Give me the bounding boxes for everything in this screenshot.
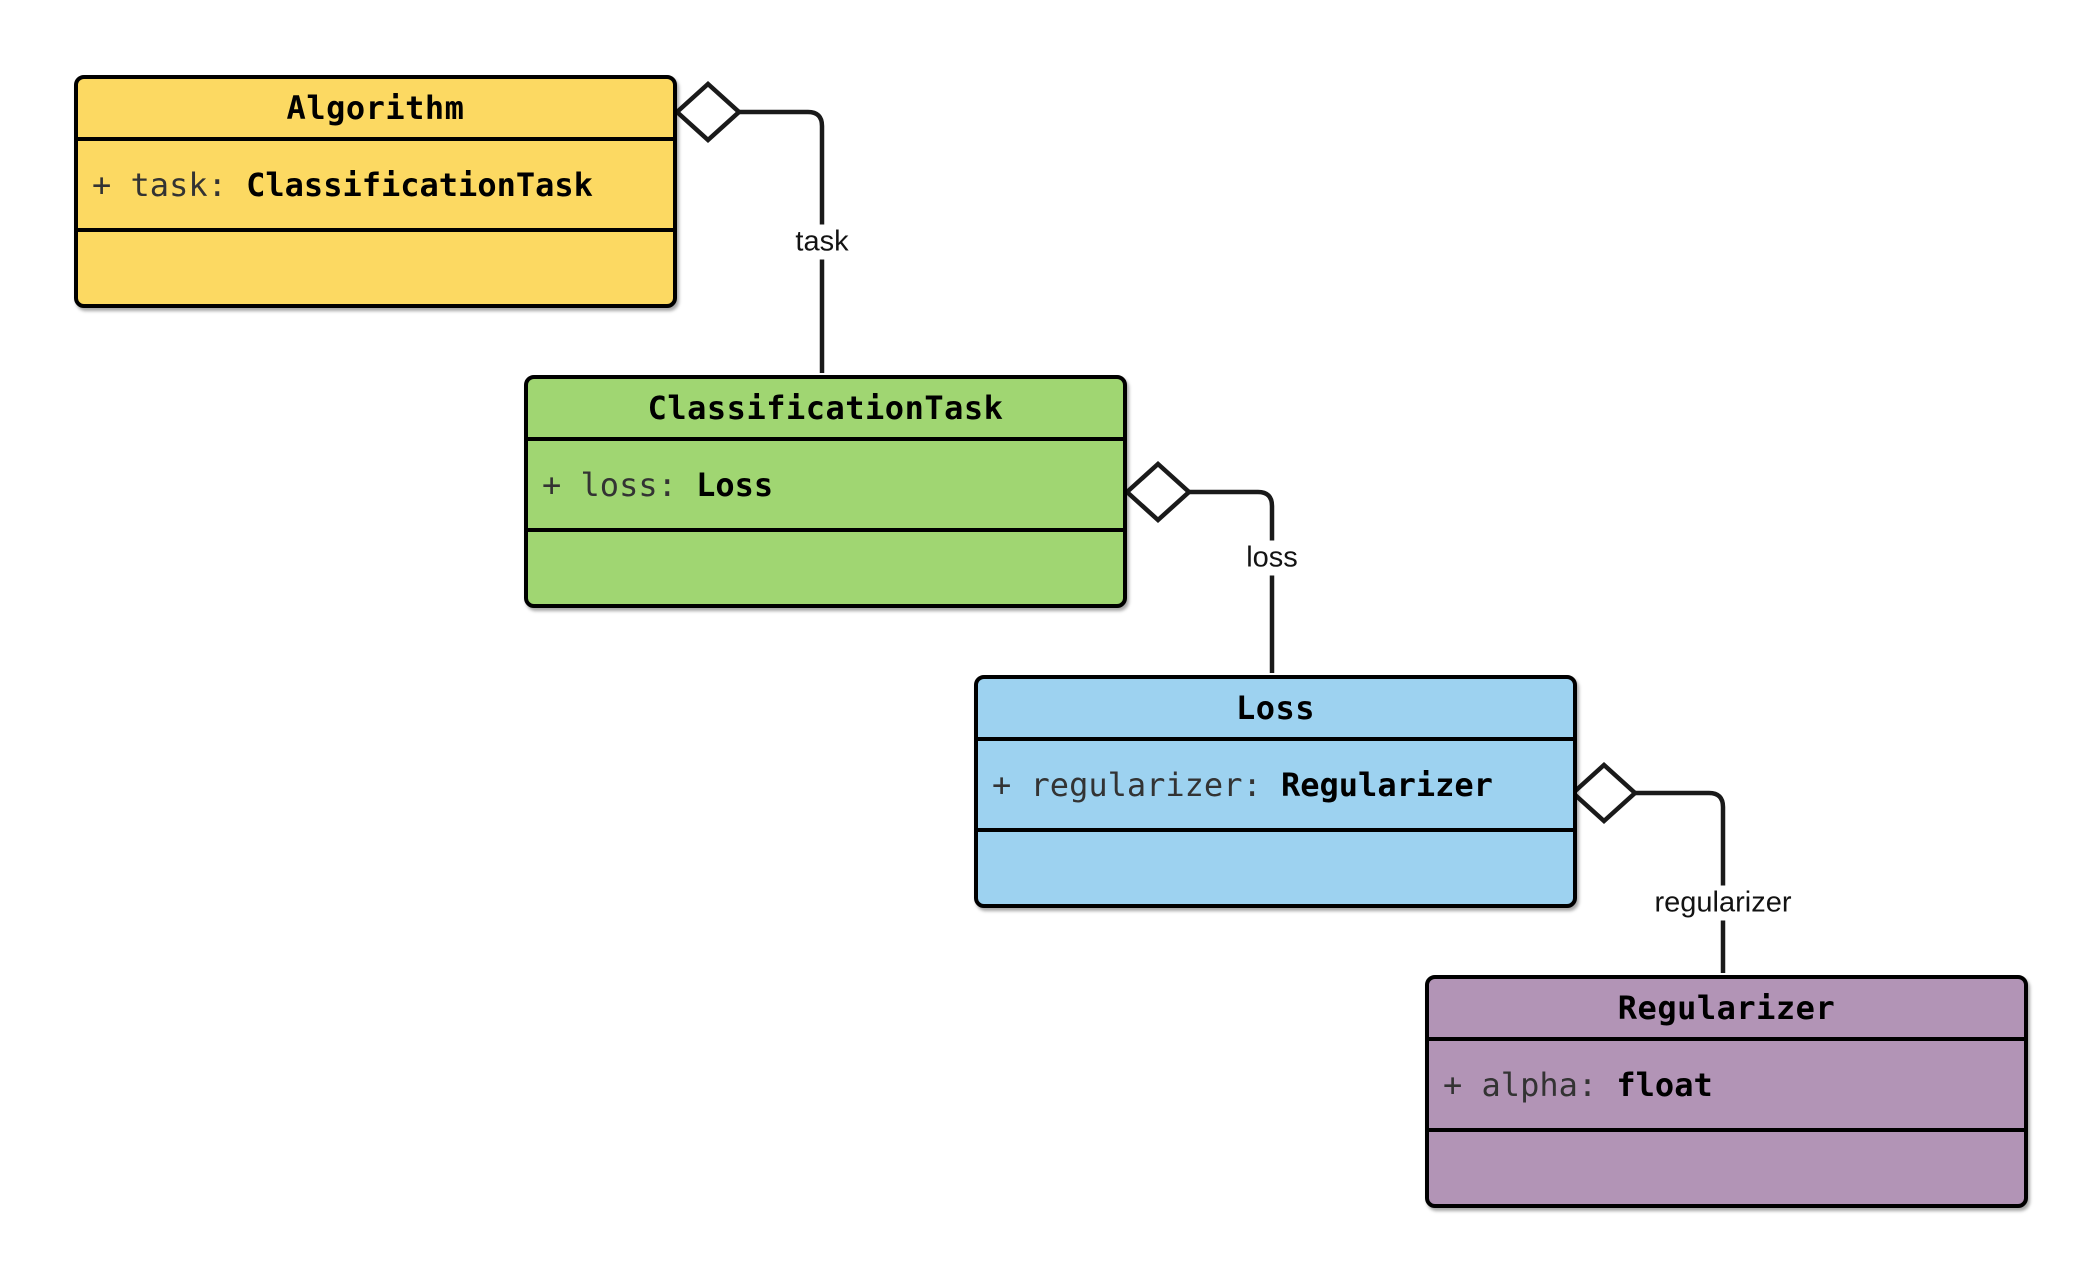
attribute-type: float <box>1616 1065 1713 1104</box>
class-attribute: + task: ClassificationTask <box>78 141 673 232</box>
edge-label-loss: loss <box>1239 540 1305 576</box>
class-title: Loss <box>978 679 1573 741</box>
class-methods-compartment <box>78 232 673 304</box>
class-title: Regularizer <box>1429 979 2024 1041</box>
aggregation-diamond-icon <box>673 80 743 144</box>
aggregation-diamond-icon <box>1569 761 1639 825</box>
edge-label-task: task <box>788 224 856 260</box>
class-methods-compartment <box>528 532 1123 604</box>
edge-algorithm-task <box>673 80 825 373</box>
class-methods-compartment <box>978 832 1573 904</box>
class-attribute: + regularizer: Regularizer <box>978 741 1573 832</box>
class-node-regularizer: Regularizer + alpha: float <box>1425 975 2028 1208</box>
attribute-type: ClassificationTask <box>246 165 593 204</box>
class-node-algorithm: Algorithm + task: ClassificationTask <box>74 75 677 308</box>
edge-label-regularizer: regularizer <box>1647 885 1799 921</box>
attribute-declaration: + regularizer: <box>992 765 1281 804</box>
class-methods-compartment <box>1429 1132 2024 1204</box>
class-node-loss: Loss + regularizer: Regularizer <box>974 675 1577 908</box>
aggregation-diamond-icon <box>1123 460 1193 524</box>
class-attribute: + loss: Loss <box>528 441 1123 532</box>
class-title: ClassificationTask <box>528 379 1123 441</box>
class-attribute: + alpha: float <box>1429 1041 2024 1132</box>
class-node-classificationtask: ClassificationTask + loss: Loss <box>524 375 1127 608</box>
attribute-type: Loss <box>696 465 774 504</box>
attribute-type: Regularizer <box>1280 765 1493 804</box>
attribute-declaration: + task: <box>92 165 247 204</box>
class-title: Algorithm <box>78 79 673 141</box>
edge-classificationtask-loss <box>1123 460 1275 673</box>
edge-loss-regularizer <box>1569 761 1726 973</box>
connector-line <box>1189 489 1275 673</box>
attribute-declaration: + alpha: <box>1443 1065 1617 1104</box>
attribute-declaration: + loss: <box>542 465 697 504</box>
connector-line <box>739 109 825 373</box>
connector-line <box>1635 790 1726 973</box>
